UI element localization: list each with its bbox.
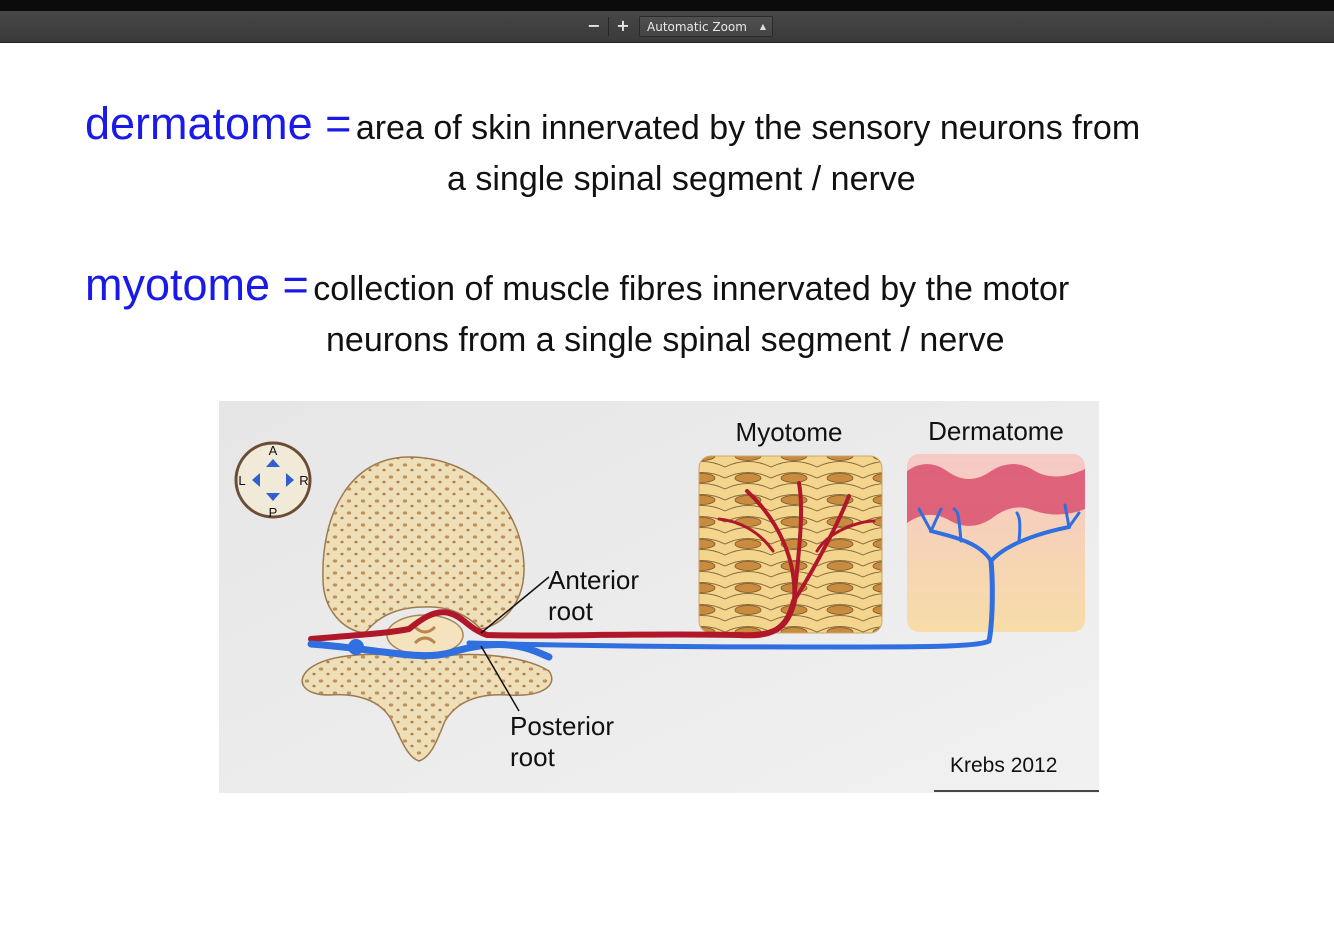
anterior-root-label-line2: root	[548, 596, 594, 626]
pdf-toolbar: − + Automatic Zoom ▲	[0, 11, 1334, 43]
orientation-compass: A P L R	[234, 441, 312, 520]
dermatome-term: dermatome =	[85, 98, 352, 149]
zoom-out-button[interactable]: −	[587, 16, 601, 35]
vertebra-body	[322, 456, 525, 634]
myotome-label: Myotome	[736, 417, 843, 447]
dermatome-label: Dermatome	[928, 416, 1064, 446]
dermatome-skin-block	[907, 454, 1085, 632]
myotome-term: myotome =	[85, 259, 309, 310]
posterior-root-label-line1: Posterior	[510, 711, 614, 741]
posterior-root-leader-line	[480, 645, 520, 712]
compass-right-label: R	[299, 473, 308, 488]
zoom-in-button[interactable]: +	[616, 16, 630, 35]
updown-arrows-icon: ▲	[759, 22, 766, 31]
motor-nerve-path	[308, 481, 876, 642]
myotome-desc-line1: collection of muscle fibres innervated b…	[313, 270, 1070, 308]
myotome-desc-line2: neurons from a single spinal segment / n…	[326, 321, 1005, 359]
window-top-strip	[0, 0, 1334, 11]
posterior-root-label-line2: root	[510, 742, 556, 772]
myotome-muscle-block	[698, 455, 883, 634]
zoom-select-value: Automatic Zoom	[647, 20, 747, 34]
sensory-nerve-path	[307, 503, 1081, 661]
compass-anterior-label: A	[269, 443, 278, 458]
figure-credit: Krebs 2012	[950, 754, 1057, 777]
zoom-select[interactable]: Automatic Zoom ▲	[639, 16, 773, 37]
spinal-nerve-figure: A P L R	[219, 401, 1099, 793]
compass-left-label: L	[238, 473, 245, 488]
dermatome-desc-line2: a single spinal segment / nerve	[447, 160, 916, 198]
toolbar-separator	[608, 17, 609, 36]
anterior-root-label-line1: Anterior	[548, 565, 639, 595]
compass-posterior-label: P	[269, 505, 278, 520]
dermatome-desc-line1: area of skin innervated by the sensory n…	[355, 109, 1141, 147]
anterior-root-leader-line	[480, 576, 550, 634]
